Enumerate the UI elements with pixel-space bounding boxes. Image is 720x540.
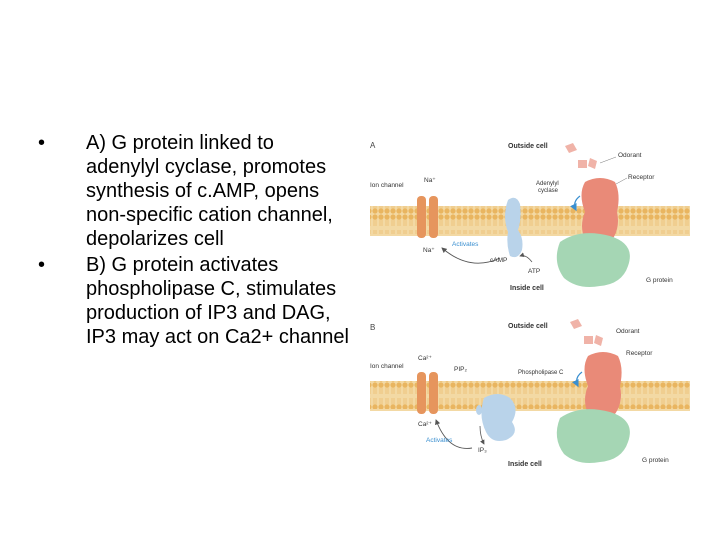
odorant-molecule <box>584 336 593 344</box>
panel-b-g-protein-label: G protein <box>642 457 669 464</box>
panel-b-pip2-label: PIP₂ <box>454 366 467 373</box>
panel-b-inside-label: Inside cell <box>508 461 542 468</box>
panel-a-ion-channel-label: Ion channel <box>370 182 404 189</box>
pip2-molecule <box>476 405 482 415</box>
bullet-text-b: B) G protein activates phospholipase C, … <box>86 254 349 348</box>
panel-a-atp-label: ATP <box>528 268 540 275</box>
ion-channel-left <box>417 196 426 238</box>
panel-b-outside-label: Outside cell <box>508 323 548 330</box>
receptor-to-gprotein-arrow <box>570 195 581 212</box>
odorant-molecule <box>594 335 603 346</box>
panel-a-inside-label: Inside cell <box>510 285 544 292</box>
plc-to-ip3-arrow <box>479 425 485 445</box>
ion-channel-right <box>429 372 438 414</box>
panel-a-g-protein-label: G protein <box>646 277 673 284</box>
panel-b-odorant-label: Odorant <box>616 328 640 335</box>
atp-to-camp-arrow <box>519 252 533 263</box>
bullet-list: • A) G protein linked to adenylyl cyclas… <box>30 131 350 351</box>
bullet-marker: • <box>38 132 46 154</box>
panel-b-ion-in-label: Ca²⁺ <box>418 355 432 362</box>
odorant-molecule <box>578 160 587 168</box>
panel-a-ion-in-label: Na⁺ <box>424 177 436 184</box>
receptor-shape <box>584 352 622 421</box>
g-protein-shape <box>556 233 630 287</box>
panel-b-ip3-label: IP₃ <box>478 447 487 454</box>
ip3-to-channel-arrow <box>435 419 473 449</box>
panel-a-ion-out-label: Na⁺ <box>423 247 435 254</box>
receptor-shape <box>581 178 619 247</box>
panel-a-letter: A <box>370 141 376 150</box>
bullet-item-a: • A) G protein linked to adenylyl cyclas… <box>30 131 350 251</box>
ion-channel-right <box>429 196 438 238</box>
odorant-molecule <box>570 319 582 329</box>
panel-a-enzyme-label-1: Adenylyl <box>536 181 559 187</box>
odorant-molecule <box>565 143 577 153</box>
panel-a-camp-label: cAMP <box>490 257 507 264</box>
ion-channel-left <box>417 372 426 414</box>
panel-a-enzyme-label-2: cyclase <box>538 188 559 194</box>
bullet-text-a: A) G protein linked to adenylyl cyclase,… <box>86 132 333 250</box>
g-protein-shape <box>556 409 630 463</box>
panel-b-ion-channel-label: Ion channel <box>370 363 404 370</box>
panel-b-activates-label: Activates <box>426 437 453 444</box>
panel-a: A Outside cell Inside cell Odorant Recep… <box>370 141 690 292</box>
adenylyl-cyclase-shape <box>505 197 523 258</box>
receptor-to-gprotein-arrow <box>572 371 583 388</box>
panel-a-activates-label: Activates <box>452 241 479 248</box>
panel-a-odorant-label: Odorant <box>618 152 642 159</box>
panel-b-enzyme-label: Phospholipase C <box>518 370 564 376</box>
panel-b-letter: B <box>370 323 375 332</box>
panel-b-receptor-label: Receptor <box>626 350 653 357</box>
receptor-pointer <box>615 177 628 185</box>
camp-to-channel-arrow <box>441 247 501 264</box>
panel-b-ion-out-label: Ca²⁺ <box>418 421 432 428</box>
odorant-molecule <box>588 158 597 169</box>
bullet-item-b: • B) G protein activates phospholipase C… <box>30 253 350 349</box>
panel-a-receptor-label: Receptor <box>628 174 655 181</box>
panel-a-outside-label: Outside cell <box>508 143 548 150</box>
odorant-pointer <box>599 156 617 164</box>
olfactory-transduction-figure: A Outside cell Inside cell Odorant Recep… <box>370 141 690 468</box>
phospholipase-c-shape <box>481 394 516 441</box>
bullet-marker: • <box>38 254 46 276</box>
panel-b: B Outside cell Inside cell Odorant Recep… <box>370 319 690 468</box>
